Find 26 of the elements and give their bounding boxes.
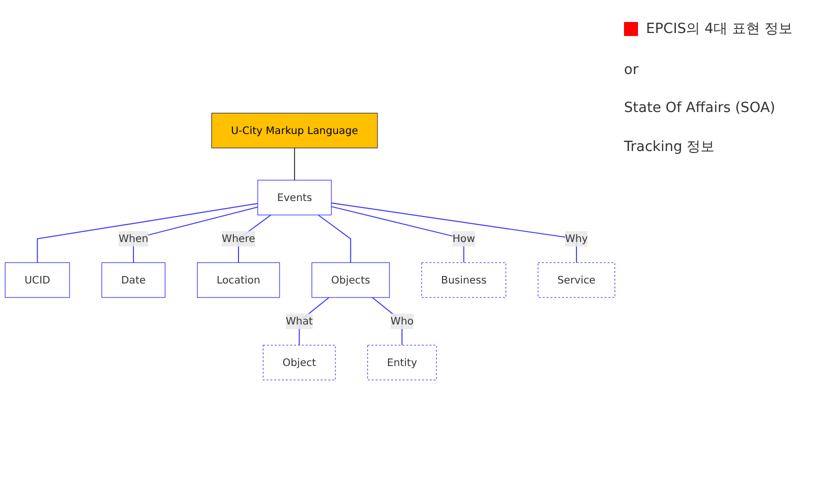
connector xyxy=(294,147,296,181)
edge-label: When xyxy=(118,232,148,245)
node-box: UCID xyxy=(4,262,70,298)
node-box: Location xyxy=(197,262,280,298)
connector xyxy=(36,202,258,264)
edge-label: Who xyxy=(390,314,414,328)
node-box: Business xyxy=(421,262,506,298)
connector xyxy=(330,206,464,264)
edge-label: Where xyxy=(222,232,256,245)
edge-label: What xyxy=(286,314,313,328)
note-label: State Of Affairs (SOA) xyxy=(624,100,776,116)
node-box: Date xyxy=(101,262,166,298)
node-box: Object xyxy=(262,344,336,380)
note-label: or xyxy=(624,62,638,78)
connector xyxy=(330,202,577,264)
connector xyxy=(318,214,352,264)
edge-label: How xyxy=(452,232,476,245)
node-box: Entity xyxy=(367,344,437,380)
node-box: Events xyxy=(257,180,332,216)
connector xyxy=(132,206,258,264)
legend-text: EPCIS의 4대 표현 정보 xyxy=(646,20,792,38)
edge-label: Why xyxy=(565,232,588,245)
node-box: Objects xyxy=(312,262,390,298)
note-label: Tracking 정보 xyxy=(624,138,715,156)
node-box: U-City Markup Language xyxy=(211,112,378,148)
node-box: Service xyxy=(538,262,616,298)
